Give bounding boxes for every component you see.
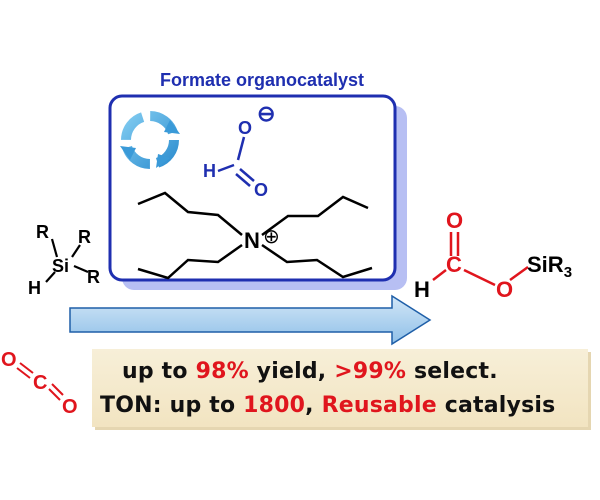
yield-value: 98% [195,359,249,384]
formate-o-top: O [238,118,252,138]
silane-r-right: R [87,267,100,287]
carbon-dioxide: O C O [1,349,78,418]
co2-c: C [33,372,47,394]
results-line-ton: TON: up to 1800, Reusable catalysis [100,393,555,418]
ton-value: 1800 [243,393,306,418]
reaction-arrow [69,294,432,346]
hydrosilane: R R R Si H [28,222,100,298]
selectivity-value: >99% [334,359,407,384]
results-line-yield-selectivity: up to 98% yield, >99% select. [122,359,498,384]
silane-r-top-left: R [36,222,49,242]
catalyst-box [108,94,397,282]
formate-o-bottom: O [254,180,268,200]
yield-prefix: up to [122,359,196,384]
formate-h: H [203,161,216,181]
co2-o-right: O [62,396,78,418]
ammonium-n: N [244,228,260,253]
ammonium-positive-charge: ⊕ [263,224,280,248]
tetrabutylammonium-cation [137,191,373,280]
co2-o-left: O [1,349,17,371]
selectivity-text: select. [406,359,498,384]
formate-negative-charge: ⊖ [257,101,275,126]
yield-text: yield, [248,359,335,384]
product-o-ester: O [496,277,513,302]
silane-r-top-right: R [78,227,91,247]
catalysis-text: catalysis [436,393,556,418]
product-sir: SiR [527,252,564,277]
ton-separator: , [305,393,322,418]
results-banner: up to 98% yield, >99% select. TON: up to… [92,349,588,427]
catalyst-box-title: Formate organocatalyst [159,70,365,90]
silane-si: Si [52,256,69,276]
product-sir3: SiR3 [527,252,572,281]
product-c: C [446,252,462,277]
ton-prefix: TON: up to [100,393,244,418]
recycle-cycle-icon [120,111,180,169]
formate-anion: H O O ⊖ [203,101,275,200]
product-sir3-subscript: 3 [564,264,572,281]
product-h: H [414,277,430,302]
reusable-label: Reusable [321,393,437,418]
silyl-formate-product: O C H O SiR3 [414,208,572,302]
silane-h: H [28,278,41,298]
product-o-carbonyl: O [446,208,463,233]
